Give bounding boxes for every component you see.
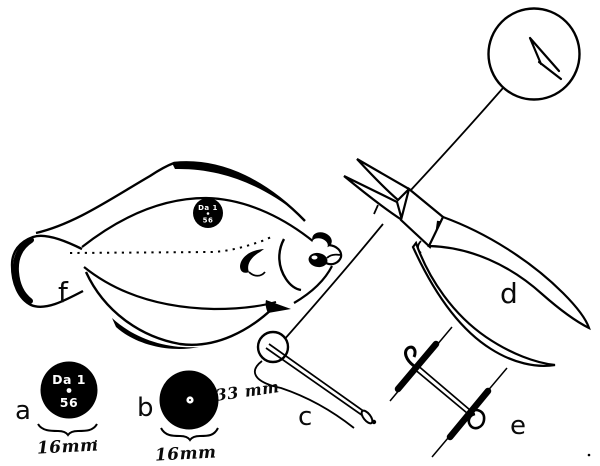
pin-shaft <box>265 343 370 419</box>
pliers-upper-handle <box>427 215 591 331</box>
magnifier-circle-icon <box>487 7 581 101</box>
pin-through-discs <box>412 363 471 414</box>
pin-tip-icon <box>528 36 563 81</box>
pin-end-washer <box>360 409 374 425</box>
disc-edge-on-upper <box>394 340 440 393</box>
mouth-slit <box>326 253 341 259</box>
label-c: c <box>298 402 312 432</box>
disc-a-text-line1: Da 1 <box>52 372 86 387</box>
fish-tag-center-hole <box>206 212 210 215</box>
lower-head-outline <box>293 265 333 304</box>
fish-illustration: Da 1 56 f <box>10 161 343 349</box>
tail-fin <box>10 234 84 308</box>
tag-on-fish: Da 1 56 <box>193 198 223 228</box>
lower-body-outline <box>83 266 277 311</box>
tag-disc-front: Da 1 56 16mm a <box>15 361 99 459</box>
lower-eye <box>308 252 328 268</box>
gill-cover-line <box>278 238 302 292</box>
pin-bent-end-lower <box>467 408 486 430</box>
fish-tag-text-line1: Da 1 <box>198 204 218 212</box>
snout-outline <box>325 243 343 266</box>
lateral-line-dotted <box>69 235 275 254</box>
connector-line <box>282 87 504 342</box>
pin-point <box>371 419 377 425</box>
label-f: f <box>58 276 69 309</box>
disc-b-measure-brace <box>160 427 219 442</box>
disc-a-measure-brace <box>37 423 98 437</box>
jaw-closure-mark <box>373 204 379 215</box>
pin-bent-end-upper <box>404 345 417 368</box>
anal-fin-shading <box>112 318 199 349</box>
label-d: d <box>500 277 518 310</box>
dorsal-fin-outline <box>35 161 306 235</box>
dorsal-fin-shading <box>172 162 304 220</box>
print-specks <box>95 440 591 457</box>
disc-edge-on-lower <box>446 387 492 441</box>
upper-body-outline <box>81 196 315 248</box>
disc-b-center-pin <box>189 399 191 401</box>
pin-length-bracket <box>254 360 355 429</box>
disc-b-measure-text: 16mm <box>154 442 217 465</box>
attachment-pin: 33 mm c <box>214 330 377 432</box>
label-e: e <box>510 411 526 441</box>
tail-fin-shading <box>12 237 34 304</box>
label-a: a <box>15 396 31 426</box>
disc-a-measure-text: 16mm <box>36 435 99 458</box>
pliers: d <box>343 158 591 367</box>
pin-length-text: 33 mm <box>214 377 280 405</box>
pectoral-fin-curl <box>248 271 266 277</box>
tag-disc-back: 16mm b <box>137 370 219 466</box>
pliers-upper-jaw <box>356 158 411 202</box>
anal-fin-outline <box>84 271 274 346</box>
attached-tag-assembly: e <box>389 326 526 458</box>
disc-a-center-hole <box>66 388 72 393</box>
magnified-pin-tip <box>487 7 581 101</box>
ventral-spike <box>265 300 291 313</box>
label-b: b <box>137 393 154 423</box>
fish-tag-text-line2: 56 <box>203 217 214 225</box>
pectoral-fin <box>240 249 264 273</box>
disc-a-text-line2: 56 <box>60 395 78 410</box>
pliers-lower-handle <box>411 240 556 367</box>
upper-eye <box>312 232 332 250</box>
